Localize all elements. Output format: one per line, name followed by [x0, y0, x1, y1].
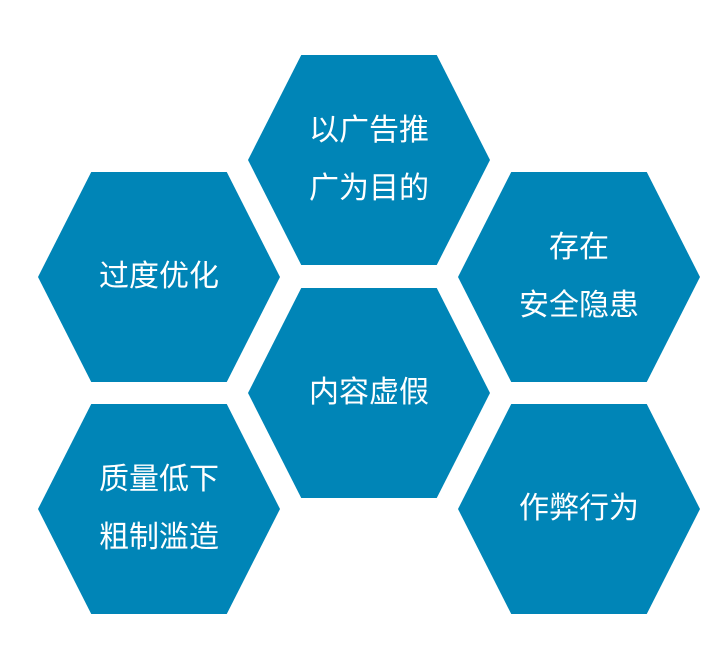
hexagon-advertising-purpose: 以广告推 广为目的	[248, 55, 490, 265]
hex-label-line: 存在	[549, 230, 609, 265]
hex-label-line: 粗制滥造	[99, 520, 219, 555]
hexagon-false-content: 内容虚假	[248, 288, 490, 498]
hex-label-line: 内容虚假	[309, 375, 429, 410]
hex-label-line: 以广告推	[309, 113, 429, 148]
hex-label-line: 质量低下	[99, 462, 219, 497]
hex-label-line: 作弊行为	[519, 491, 639, 526]
hex-label-line: 广为目的	[309, 171, 429, 206]
hexagon-over-optimization: 过度优化	[38, 172, 280, 382]
hex-label-line: 安全隐患	[519, 288, 639, 323]
hexagon-low-quality: 质量低下 粗制滥造	[38, 404, 280, 614]
hexagon-security-risk: 存在 安全隐患	[458, 172, 700, 382]
hex-label-line: 过度优化	[99, 259, 219, 294]
hexagon-cheating: 作弊行为	[458, 404, 700, 614]
